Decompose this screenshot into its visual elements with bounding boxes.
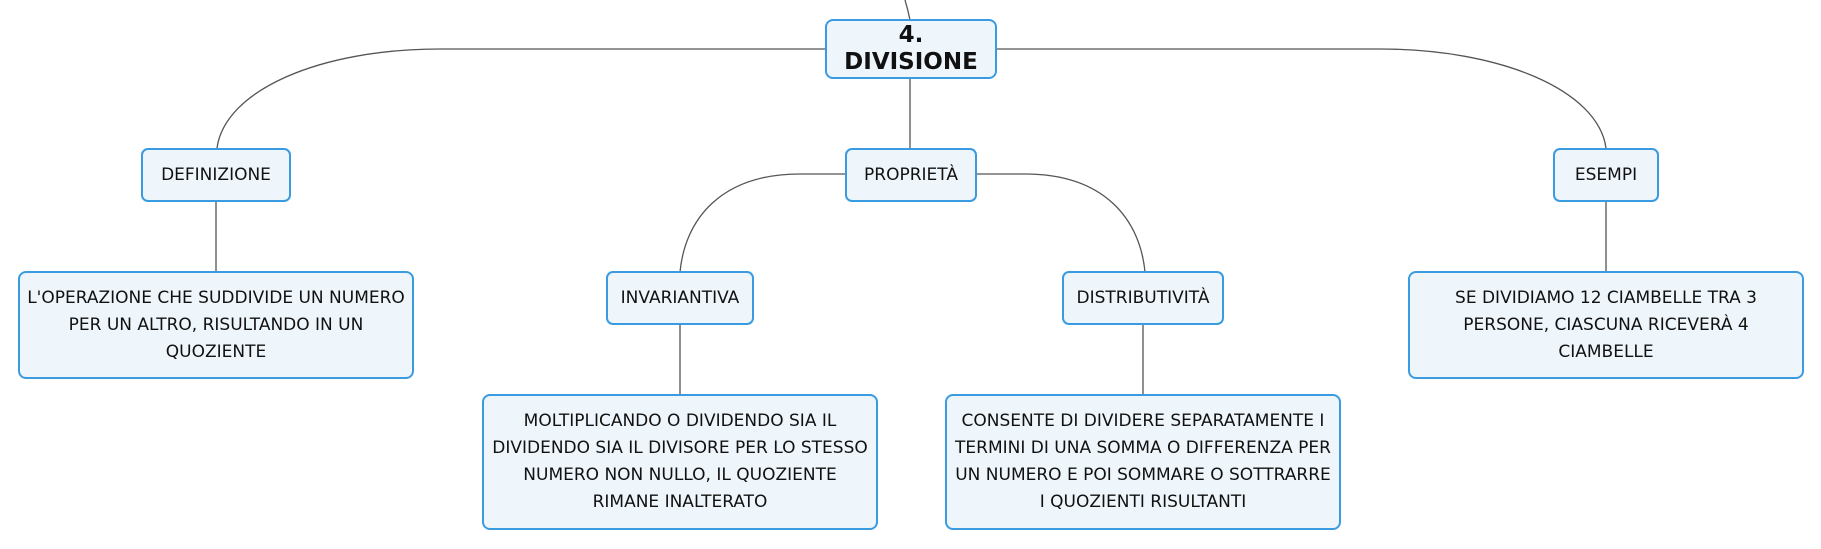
esempi-detail-text: SE DIVIDIAMO 12 CIAMBELLE TRA 3 PERSONE,… (1455, 287, 1757, 362)
connector-proprieta-distributivita (975, 173, 1146, 273)
connector-root-esempi (996, 48, 1607, 149)
root-node[interactable]: 4. DIVISIONE (825, 19, 997, 79)
invariantiva-detail-text: MOLTIPLICANDO O DIVIDENDO SIA IL DIVIDEN… (492, 411, 868, 512)
esempi-node[interactable]: ESEMPI (1553, 148, 1659, 202)
definizione-node[interactable]: DEFINIZIONE (141, 148, 291, 202)
invariantiva-node[interactable]: INVARIANTIVA (606, 271, 754, 325)
invariantiva-label: INVARIANTIVA (620, 287, 740, 308)
connector-proprieta-invariantiva (679, 173, 847, 273)
proprieta-node[interactable]: PROPRIETÀ (845, 148, 977, 202)
distributivita-label: DISTRIBUTIVITÀ (1076, 287, 1210, 308)
esempi-label: ESEMPI (1574, 164, 1638, 185)
proprieta-label: PROPRIETÀ (864, 164, 958, 185)
definizione-detail-text: L'OPERAZIONE CHE SUDDIVIDE UN NUMERO PER… (27, 287, 405, 362)
connector-to-parent (904, 0, 911, 21)
invariantiva-detail-node[interactable]: MOLTIPLICANDO O DIVIDENDO SIA IL DIVIDEN… (482, 394, 878, 530)
definizione-detail-node[interactable]: L'OPERAZIONE CHE SUDDIVIDE UN NUMERO PER… (18, 271, 414, 379)
esempi-detail-node[interactable]: SE DIVIDIAMO 12 CIAMBELLE TRA 3 PERSONE,… (1408, 271, 1804, 379)
connector-root-definizione (216, 48, 825, 149)
distributivita-detail-text: CONSENTE DI DIVIDERE SEPARATAMENTE I TER… (955, 411, 1331, 512)
root-label: 4. DIVISIONE (844, 22, 978, 75)
distributivita-node[interactable]: DISTRIBUTIVITÀ (1062, 271, 1224, 325)
definizione-label: DEFINIZIONE (161, 164, 271, 185)
distributivita-detail-node[interactable]: CONSENTE DI DIVIDERE SEPARATAMENTE I TER… (945, 394, 1341, 530)
